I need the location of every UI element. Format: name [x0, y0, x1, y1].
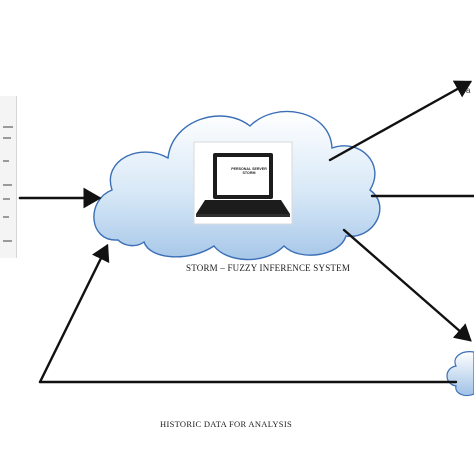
laptop-screen-text: PERSONAL SERVER STORM — [226, 167, 272, 175]
system-caption: STORM – FUZZY INFERENCE SYSTEM — [186, 263, 351, 273]
small-cloud-icon — [446, 351, 474, 397]
feedback-arrow-up — [38, 243, 110, 384]
output-arrow-bottom — [342, 228, 472, 342]
laptop-icon — [193, 141, 293, 225]
laptop-screen-line2: STORM — [242, 171, 256, 176]
laptop-screen-line1: PERSONAL SERVER — [231, 167, 267, 171]
historic-data-caption: HISTORIC DATA FOR ANALYSIS — [160, 419, 292, 429]
arrows — [18, 80, 474, 384]
svg-text:a: a — [466, 86, 471, 95]
output-arrow-top — [328, 80, 473, 162]
input-source-panel — [0, 96, 17, 258]
